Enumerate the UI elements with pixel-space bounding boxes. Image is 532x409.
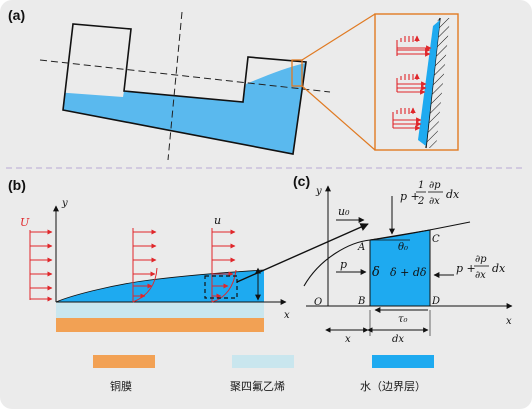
- point-C-label: C: [432, 234, 440, 245]
- b-x-label: x: [284, 310, 290, 321]
- c-delta-label: δ: [372, 265, 380, 280]
- c-top-pressure-expr: p + 1 2 ∂p ∂x dx: [400, 180, 460, 207]
- uniform-velocity-profile: [29, 229, 53, 302]
- control-volume-box: [204, 275, 238, 299]
- zoom-water-film: [418, 20, 440, 146]
- zoom-connector-bottom: [301, 85, 376, 151]
- c-p-label: p: [340, 258, 347, 271]
- c-right-dx: ∂x: [475, 270, 486, 281]
- c-tau-label: τ₀: [398, 314, 408, 325]
- zoom-source-box: [291, 59, 303, 87]
- c-x-label: x: [506, 316, 512, 327]
- point-B-label: B: [357, 296, 365, 307]
- zoom-velocity-arrows: [392, 36, 432, 131]
- c-top-frac-den: 2: [417, 196, 424, 207]
- b-y-label: y: [61, 198, 68, 209]
- c-top-dx: ∂x: [429, 196, 440, 207]
- point-D-label: D: [431, 296, 440, 307]
- tank-outline: [62, 23, 307, 155]
- c-theta-label: θ₀: [398, 242, 408, 253]
- c-dim-dx-label: dx: [392, 334, 404, 345]
- panel-b: (b) y x U: [8, 177, 369, 332]
- ptfe-layer: [56, 302, 264, 318]
- panel-c-label: (c): [293, 173, 310, 189]
- copper-layer: [56, 318, 264, 332]
- tank-axis-horizontal: [39, 59, 331, 93]
- zoom-connector-b-c: [236, 223, 369, 283]
- point-O-label: O: [314, 297, 322, 308]
- c-right-p: p +: [456, 262, 476, 275]
- zoom-connector-top: [301, 13, 376, 61]
- boundary-layer-water: [56, 270, 264, 302]
- panel-c: (c) y x O θ₀ A B C D u₀ δ δ + dδ p p + 1: [293, 173, 513, 345]
- zoom-box: [374, 13, 459, 151]
- legend: 铜膜 聚四氟乙烯 水（边界层）: [93, 355, 434, 393]
- legend-copper-label: 铜膜: [110, 379, 132, 393]
- legend-ptfe-label: 聚四氟乙烯: [230, 380, 285, 393]
- c-top-p: p +: [400, 190, 420, 203]
- b-U-label: U: [20, 216, 30, 229]
- c-dim-x-label: x: [345, 334, 351, 345]
- velocity-profile-2: [211, 228, 237, 303]
- water-swatch: [372, 355, 434, 368]
- c-top-dp: ∂p: [429, 180, 441, 191]
- tank-axis-vertical: [167, 11, 183, 161]
- point-A-label: A: [357, 242, 365, 253]
- c-top-frac-num: 1: [418, 180, 424, 191]
- c-right-pressure-expr: p + ∂p ∂x dx: [456, 254, 506, 281]
- panel-b-label: (b): [8, 177, 26, 193]
- b-u-label: u: [214, 214, 221, 227]
- panel-a-label: (a): [8, 7, 25, 23]
- panel-a: (a): [8, 7, 459, 161]
- c-delta-plus-label: δ + dδ: [390, 266, 427, 279]
- c-u0-label: u₀: [338, 205, 350, 218]
- copper-swatch: [93, 355, 155, 368]
- c-top-tail: dx: [446, 188, 460, 201]
- wall-hatch: [424, 18, 450, 148]
- c-right-dp: ∂p: [475, 254, 487, 265]
- c-right-tail: dx: [492, 262, 506, 275]
- legend-water-label: 水（边界层）: [360, 380, 426, 393]
- c-y-label: y: [315, 186, 322, 197]
- ptfe-swatch: [232, 355, 294, 368]
- velocity-profile-1: [132, 228, 158, 303]
